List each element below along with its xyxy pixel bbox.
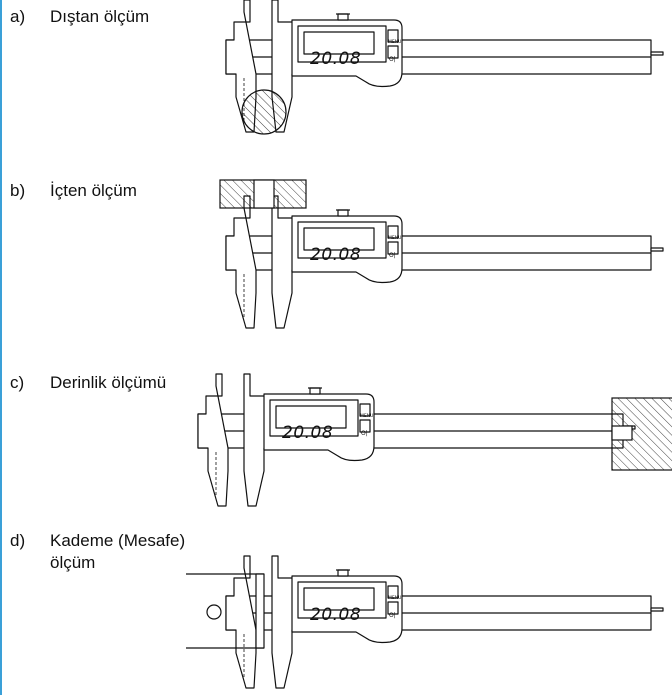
section-title: Kademe (Mesafe) [50,531,186,550]
svg-text:MENU: MENU [388,595,401,601]
section-letter: a) [10,7,26,26]
svg-text:MENU: MENU [360,413,373,419]
display-reading: 20.08 [310,49,361,69]
section-step-measurement: d) Kademe (Mesafe) ölçüm 20.08 MENU O| [0,522,672,695]
section-subtitle: ölçüm [50,553,96,572]
section-depth-measurement: c) Derinlik ölçümü 20.08 MENU O| [0,352,672,512]
svg-text:O|: O| [389,252,396,259]
svg-text:MENU: MENU [388,235,401,241]
section-letter: d) [10,531,26,550]
section-outside-measurement: a) Dıştan ölçüm 20.08 MENU O| [0,0,672,170]
section-letter: b) [10,181,26,200]
display-reading: 20.08 [310,245,361,265]
svg-text:MENU: MENU [388,39,401,45]
caliper-drawing: 20.08 MENU O| [219,179,664,329]
display-reading: 20.08 [282,423,333,443]
left-accent-bar [0,0,2,695]
svg-text:O|: O| [389,56,396,63]
section-inside-measurement: b) İçten ölçüm 20.08 MENU O| [0,172,672,342]
section-letter: c) [10,373,25,392]
svg-text:O|: O| [389,612,396,619]
section-title: Derinlik ölçümü [50,373,167,392]
caliper-drawing: 20.08 MENU O| [186,555,664,689]
section-title: Dıştan ölçüm [50,7,150,26]
display-reading: 20.08 [310,605,361,625]
caliper-drawing: 20.08 MENU O| [225,0,664,135]
section-title: İçten ölçüm [50,181,137,200]
caliper-drawing: 20.08 MENU O| [197,373,672,507]
svg-text:O|: O| [361,430,368,437]
